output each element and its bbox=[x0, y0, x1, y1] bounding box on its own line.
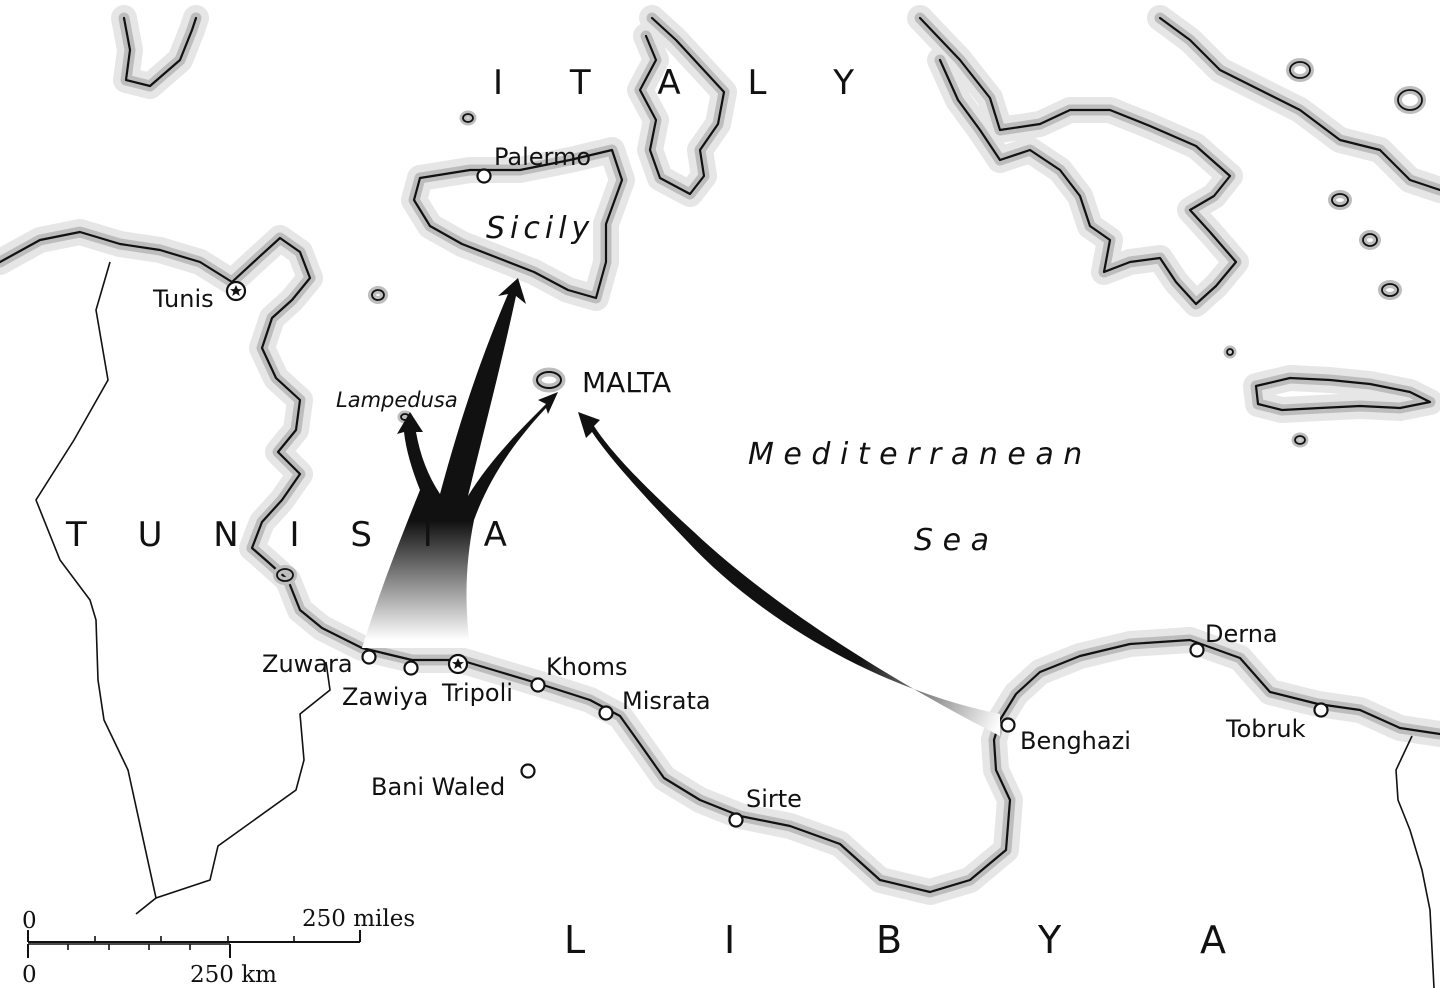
tobruk-marker-icon bbox=[1313, 702, 1329, 718]
scale-km-value: 250 km bbox=[190, 962, 277, 988]
sirte-marker-icon bbox=[728, 812, 744, 828]
tunisia-algeria-border bbox=[35, 261, 157, 899]
libya-letter: I bbox=[724, 918, 735, 962]
city-labels: Palermo Tunis Zuwara Zawiya Tripoli Khom… bbox=[152, 143, 1306, 813]
misrata-label: Misrata bbox=[622, 687, 711, 715]
khoms-label: Khoms bbox=[546, 653, 628, 681]
coastlines bbox=[0, 5, 1440, 905]
sea-labels: M e d i t e r r a n e a n S e a bbox=[748, 437, 1082, 558]
tripoli-route-fan bbox=[362, 278, 558, 648]
zuwara-label: Zuwara bbox=[262, 650, 353, 678]
bani-waled-marker-icon bbox=[520, 763, 536, 779]
small-islands bbox=[273, 58, 1426, 585]
sea-label-line1: M e d i t e r r a n e a n bbox=[748, 437, 1082, 472]
tunisia-label: T U N I S I A bbox=[65, 515, 527, 555]
sea-label-line2: S e a bbox=[914, 523, 989, 558]
tunisia-libya-border bbox=[135, 661, 331, 915]
khoms-marker-icon bbox=[530, 677, 546, 693]
zawiya-label: Zawiya bbox=[342, 683, 428, 711]
migration-routes bbox=[362, 278, 1000, 736]
malta-label: MALTA bbox=[582, 366, 671, 399]
country-borders bbox=[35, 261, 1435, 988]
scale-miles-zero: 0 bbox=[22, 908, 37, 934]
crete-coast bbox=[1243, 365, 1440, 423]
tobruk-label: Tobruk bbox=[1225, 715, 1306, 743]
tunis-label: Tunis bbox=[152, 285, 214, 313]
misrata-marker-icon bbox=[598, 705, 614, 721]
scale-km-zero: 0 bbox=[22, 962, 37, 988]
derna-marker-icon bbox=[1189, 642, 1205, 658]
italy-label: I T A L Y bbox=[493, 63, 882, 103]
scale-bar: 0 250 miles 0 250 km bbox=[22, 906, 415, 988]
sicily-coast bbox=[401, 137, 635, 311]
tunis-capital-star-icon bbox=[225, 280, 247, 302]
libya-letter: A bbox=[1200, 918, 1226, 962]
city-markers bbox=[225, 168, 1329, 828]
tripoli-capital-star-icon bbox=[447, 653, 469, 675]
libya-letter: L bbox=[564, 918, 585, 962]
sicily-label: Sicily bbox=[486, 211, 594, 246]
libya-egypt-border bbox=[1395, 735, 1435, 988]
palermo-label: Palermo bbox=[494, 143, 591, 171]
turkey-coast bbox=[1147, 5, 1440, 203]
bani-waled-label: Bani Waled bbox=[371, 773, 505, 801]
zuwara-marker-icon bbox=[361, 649, 377, 665]
country-labels: I T A L Y T U N I S I A L I B Y A bbox=[65, 63, 1226, 962]
palermo-marker-icon bbox=[476, 168, 492, 184]
lampedusa-label: Lampedusa bbox=[336, 388, 458, 412]
benghazi-marker-icon bbox=[1000, 717, 1016, 733]
island-labels: Sicily Lampedusa MALTA bbox=[336, 211, 671, 412]
scale-miles-value: 250 miles bbox=[302, 906, 415, 932]
sirte-label: Sirte bbox=[746, 785, 802, 813]
derna-label: Derna bbox=[1205, 620, 1278, 648]
libya-label: L I B Y A bbox=[564, 918, 1226, 962]
benghazi-label: Benghazi bbox=[1020, 727, 1131, 755]
sardinia-coast bbox=[111, 5, 209, 99]
italy-coast bbox=[627, 5, 737, 207]
libya-letter: Y bbox=[1037, 918, 1062, 962]
greece-coast bbox=[907, 5, 1249, 317]
north-africa-coast bbox=[0, 219, 1440, 905]
zawiya-marker-icon bbox=[403, 660, 419, 676]
tripoli-label: Tripoli bbox=[441, 679, 513, 707]
libya-letter: B bbox=[876, 918, 902, 962]
